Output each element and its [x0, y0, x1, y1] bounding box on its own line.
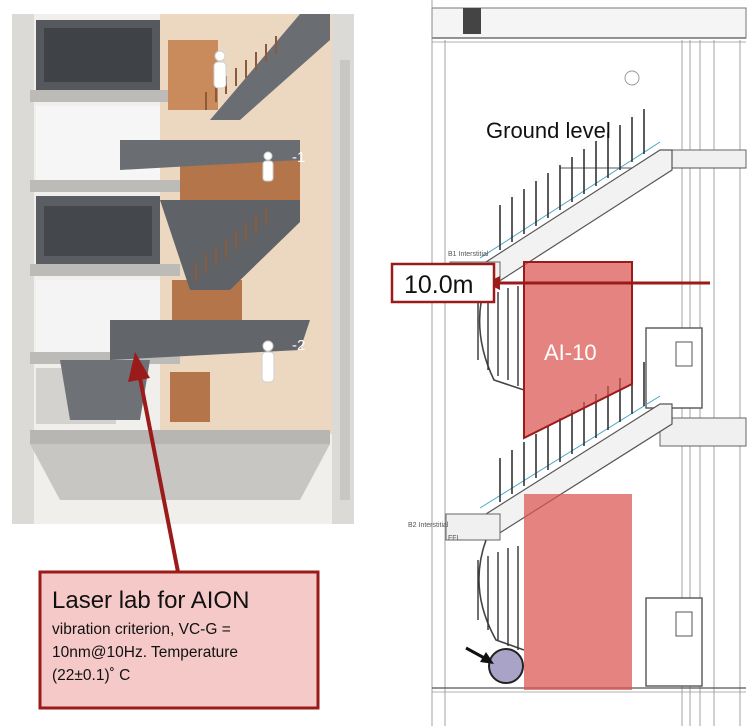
laser-lab-callout: Laser lab for AION vibration criterion, …: [38, 570, 320, 710]
ground-level-label: Ground level: [486, 118, 611, 143]
callout-line-3: (22±0.1)˚ C: [52, 667, 130, 684]
level-label-minus-1: -1: [292, 149, 305, 166]
building-cutaway-render: -1 -2: [12, 14, 354, 524]
level-label-minus-2: -2: [292, 337, 305, 354]
callout-title: Laser lab for AION: [52, 587, 249, 614]
callout-line-1: vibration criterion, VC-G =: [52, 621, 231, 638]
callout-pointer-arrow: [128, 352, 180, 573]
b1-interstitial-label: B1 Interstitial: [448, 251, 489, 258]
depth-marker: 10.0m: [390, 262, 710, 304]
depth-label: 10.0m: [404, 271, 473, 299]
callout-line-2: 10nm@10Hz. Temperature: [52, 644, 238, 661]
ai10-zone-label: AI-10: [544, 340, 597, 365]
bottom-position-marker: [465, 646, 524, 684]
ffl-label: FFL: [448, 535, 461, 542]
b2-interstitial-label: B2 Interstitial: [408, 522, 449, 529]
ai10-highlight-zone: AI-10: [523, 261, 633, 690]
